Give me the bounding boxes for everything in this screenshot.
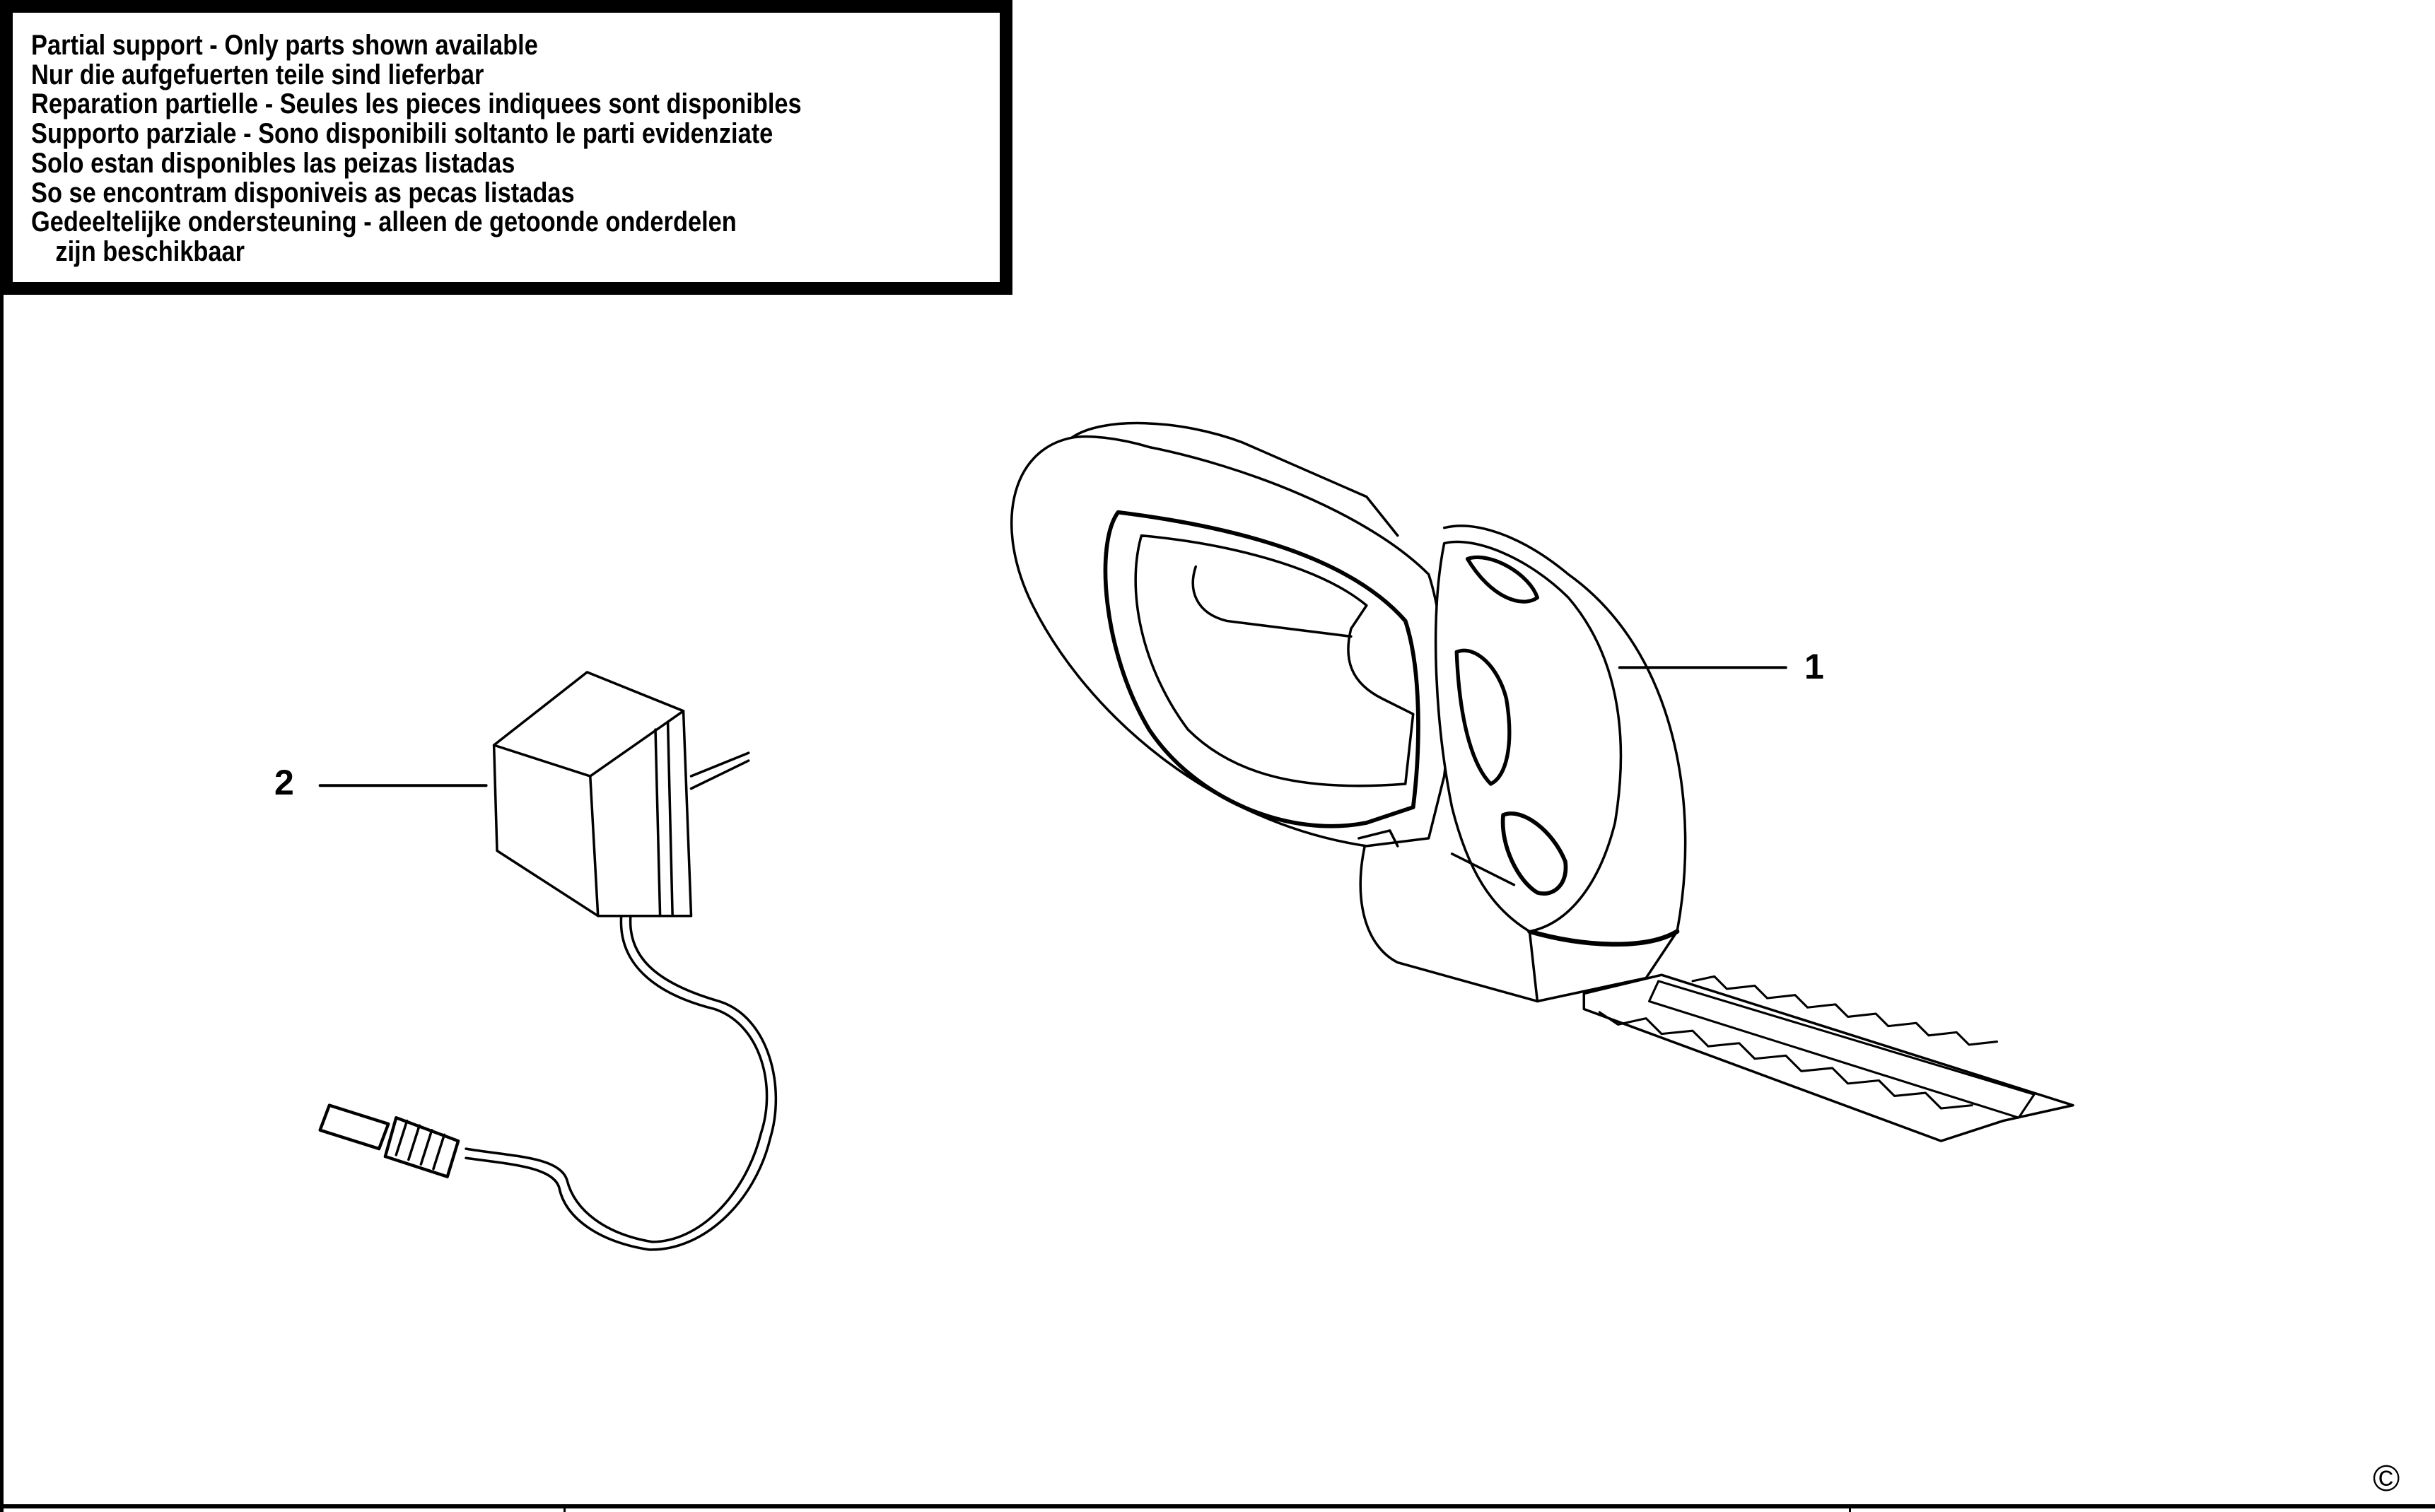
- trimmer-blade: [1582, 973, 2074, 1142]
- charger-plug-connector: [318, 1103, 460, 1178]
- hedge-trimmer-part-1: [1010, 421, 2074, 1142]
- notice-line-fr: Reparation partielle - Seules les pieces…: [31, 88, 802, 120]
- notice-line-es: Solo estan disponibles las peizas listad…: [31, 147, 515, 179]
- notice-line-nl-cont: zijn beschikbaar: [55, 235, 245, 267]
- callout-number-part-2: 2: [274, 763, 294, 802]
- notice-line-de: Nur die aufgefuerten teile sind lieferba…: [31, 59, 484, 90]
- callout-number-part-1: 1: [1804, 647, 1824, 686]
- partial-support-notice: Partial support - Only parts shown avail…: [0, 0, 1012, 295]
- frame-left-border: [0, 295, 4, 1512]
- frame-divider: [564, 1504, 566, 1512]
- notice-line-en: Partial support - Only parts shown avail…: [31, 30, 538, 61]
- frame-divider: [1849, 1504, 1851, 1512]
- charger-part-2: [318, 671, 778, 1251]
- notice-line-nl: Gedeeltelijke ondersteuning - alleen de …: [31, 206, 737, 238]
- copyright-symbol: ©: [2373, 1458, 2400, 1499]
- notice-line-it: Supporto parziale - Sono disponibili sol…: [31, 118, 773, 150]
- frame-bottom-border: [0, 1504, 2435, 1508]
- notice-line-pt: So se encontram disponiveis as pecas lis…: [31, 177, 575, 209]
